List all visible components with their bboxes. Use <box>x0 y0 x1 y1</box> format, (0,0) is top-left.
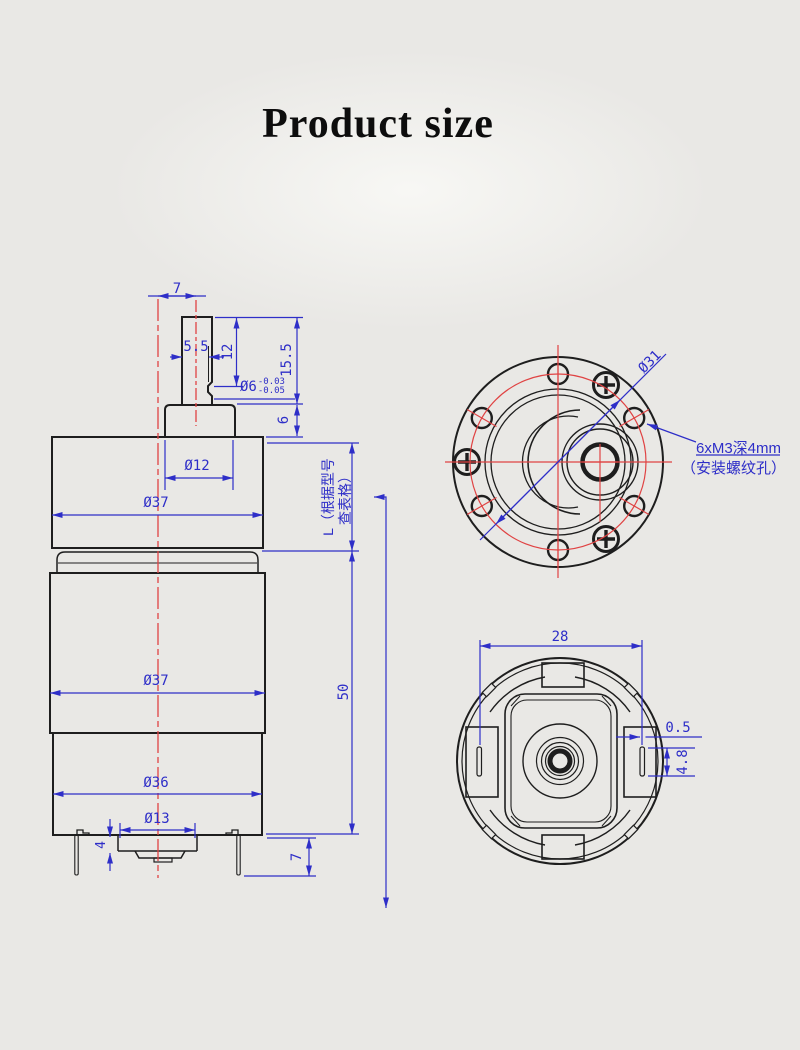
length-reference-arrow <box>374 494 389 908</box>
side-view-centerlines <box>157 299 197 878</box>
rear-view-dimensions <box>479 640 702 777</box>
can-shoulder-arcs <box>489 676 631 846</box>
dim-shaft-length: 15.5 <box>279 343 295 377</box>
dim-boss-height: 6 <box>276 415 292 425</box>
dim-motor-can-diameter: Ø36 <box>143 775 169 791</box>
right-terminal-slot <box>639 746 646 777</box>
motor-can-outline <box>504 693 618 829</box>
front-view-dimensions <box>479 353 780 541</box>
dim-endcap-diameter: Ø13 <box>144 811 170 827</box>
rear-bottom-tab <box>541 834 585 860</box>
rim-notches <box>481 682 639 840</box>
dim-gearbox-diameter: Ø37 <box>143 495 169 511</box>
shaft-tolerance-lower: -0.05 <box>257 386 285 396</box>
dim-endcap-height: 4 <box>94 841 109 849</box>
dim-boss-diameter: Ø12 <box>184 458 210 474</box>
dim-terminal-pin-length: 7 <box>289 852 305 862</box>
dim-terminal-width: 4.8 <box>675 749 691 775</box>
rear-center-bushing <box>522 723 598 799</box>
dim-terminal-spacing: 28 <box>551 629 569 645</box>
output-shaft-outline <box>181 316 213 404</box>
dim-gearbox-length: L（根据型号 查表格） <box>320 458 354 536</box>
gearbox-length-line1: L（根据型号 <box>320 458 336 536</box>
dim-shaft-diameter: Ø6 -0.03 -0.05 <box>240 378 285 396</box>
can-corner-chamfers <box>510 695 612 827</box>
shaft-tolerance-upper: -0.03 <box>257 377 285 387</box>
dim-shaft-flat-width: 5.5 <box>183 339 209 355</box>
dim-shaft-flat-length: 12 <box>220 343 236 361</box>
terminal-pins <box>74 829 241 876</box>
rear-view-drawing <box>456 657 664 865</box>
mounting-note-line1: 6xM3深4mm <box>696 440 782 457</box>
shaft-diameter-value: Ø6 <box>240 379 257 395</box>
mounting-note-line2: （安装螺纹孔） <box>681 460 787 477</box>
left-terminal-block <box>465 726 499 798</box>
dim-motor-diameter: Ø37 <box>143 673 169 689</box>
rear-top-tab <box>541 662 585 688</box>
rear-outer-circle <box>456 657 664 865</box>
side-view-dimensions <box>50 293 389 908</box>
gearbox-length-line2: 查表格） <box>337 469 353 526</box>
bearing-boss-outline <box>164 404 236 437</box>
left-terminal-slot <box>476 746 483 777</box>
dim-terminal-thickness: 0.5 <box>665 720 691 736</box>
m3-leader <box>646 423 697 443</box>
dim-motor-length: 50 <box>336 683 352 701</box>
motor-can-inner <box>510 699 612 823</box>
right-terminal-block <box>623 726 657 798</box>
dim-shaft-offset: 7 <box>172 281 182 297</box>
page-title: Product size <box>262 101 494 147</box>
